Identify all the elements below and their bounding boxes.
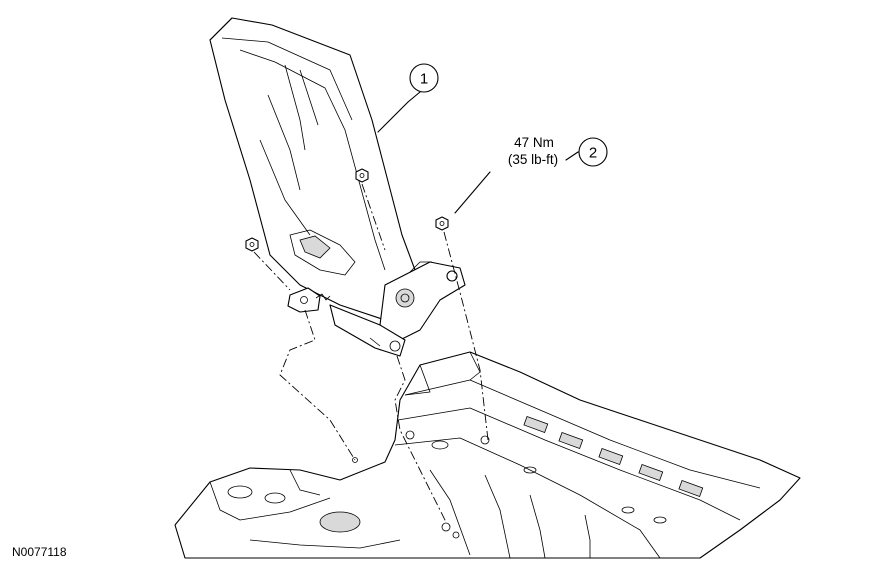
torque-imperial: (35 lb-ft) <box>508 152 558 167</box>
bolt-left <box>245 237 259 252</box>
callout-1-number: 1 <box>420 71 428 88</box>
callout-2: 2 <box>454 137 608 214</box>
bolt-center <box>355 168 369 183</box>
seat-backrest <box>209 17 466 357</box>
installation-centerlines <box>253 183 489 523</box>
callout-1: 1 <box>377 63 439 133</box>
floor-pan <box>174 351 801 559</box>
callout-2-number: 2 <box>589 145 597 162</box>
figure-id: N0077118 <box>12 545 67 559</box>
torque-metric: 47 Nm <box>514 135 554 150</box>
bolt-right <box>435 216 449 231</box>
torque-specification: 47 Nm (35 lb-ft) <box>508 135 558 167</box>
